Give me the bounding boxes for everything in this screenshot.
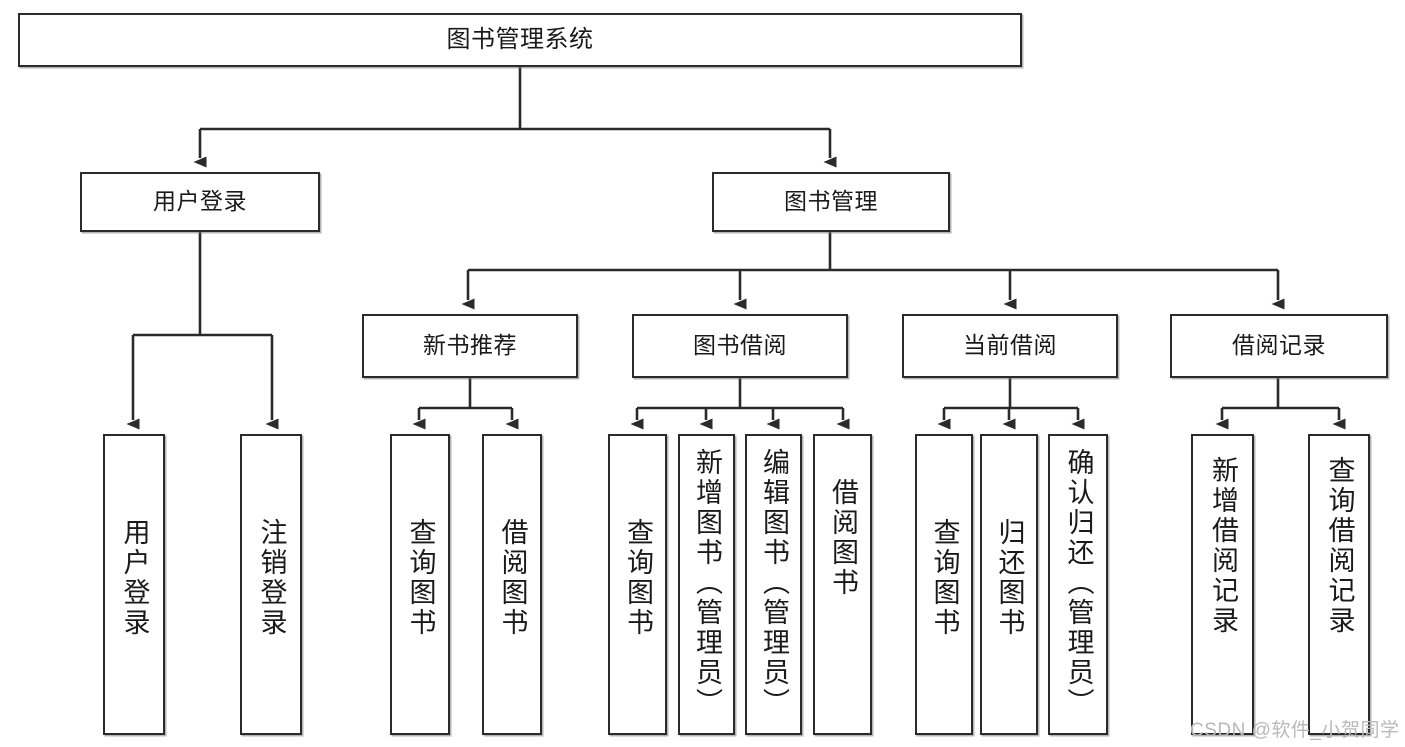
leaf-add-borrow-record[interactable]: 新增借阅记录 [1191,434,1254,735]
leaf-borrow-books-recommend-label: 借阅图书 [497,518,528,638]
leaf-query-books-recommend-label: 查询图书 [405,518,436,638]
node-current-borrow-label: 当前借阅 [963,332,1057,359]
leaf-borrow-books-recommend[interactable]: 借阅图书 [482,434,542,735]
leaf-add-borrow-record-label: 新增借阅记录 [1208,456,1238,636]
node-new-book-recommend[interactable]: 新书推荐 [362,314,578,378]
leaf-user-login-label: 用户登录 [119,518,150,638]
leaf-query-books-borrow[interactable]: 查询图书 [608,434,667,735]
leaf-borrow-books[interactable]: 借阅图书 [813,434,872,735]
leaf-return-books-label: 归还图书 [994,518,1025,638]
leaf-query-borrow-record-label: 查询借阅记录 [1324,456,1355,636]
node-root[interactable]: 图书管理系统 [18,13,1022,67]
leaf-confirm-return-admin-label: 确认归还（管理员） [1063,448,1094,718]
leaf-borrow-books-label: 借阅图书 [828,478,858,598]
leaf-add-book-admin[interactable]: 新增图书（管理员） [678,434,735,735]
leaf-user-login[interactable]: 用户登录 [103,434,165,735]
node-new-book-recommend-label: 新书推荐 [423,332,517,359]
leaf-return-books[interactable]: 归还图书 [980,434,1038,735]
node-root-label: 图书管理系统 [446,25,594,53]
node-book-borrow[interactable]: 图书借阅 [632,314,848,378]
node-borrow-records[interactable]: 借阅记录 [1170,314,1388,378]
leaf-edit-book-admin-label: 编辑图书（管理员） [759,448,789,718]
leaf-query-books-recommend[interactable]: 查询图书 [390,434,450,735]
node-borrow-records-label: 借阅记录 [1232,332,1326,359]
leaf-logout[interactable]: 注销登录 [240,434,302,735]
leaf-logout-label: 注销登录 [256,518,287,638]
leaf-add-book-admin-label: 新增图书（管理员） [692,448,722,718]
csdn-watermark: CSDN @软件_小贺同学 [1190,720,1400,741]
leaf-query-books-current[interactable]: 查询图书 [915,434,973,735]
leaf-query-borrow-record[interactable]: 查询借阅记录 [1308,434,1370,735]
node-book-management-label: 图书管理 [784,188,878,215]
leaf-query-books-current-label: 查询图书 [929,518,960,638]
node-current-borrow[interactable]: 当前借阅 [902,314,1118,378]
leaf-query-books-borrow-label: 查询图书 [623,518,653,638]
leaf-edit-book-admin[interactable]: 编辑图书（管理员） [745,434,802,735]
node-user-login[interactable]: 用户登录 [80,172,320,232]
node-user-login-label: 用户登录 [153,188,247,215]
leaf-confirm-return-admin[interactable]: 确认归还（管理员） [1048,434,1108,735]
node-book-borrow-label: 图书借阅 [693,332,787,359]
node-book-management[interactable]: 图书管理 [712,172,950,232]
